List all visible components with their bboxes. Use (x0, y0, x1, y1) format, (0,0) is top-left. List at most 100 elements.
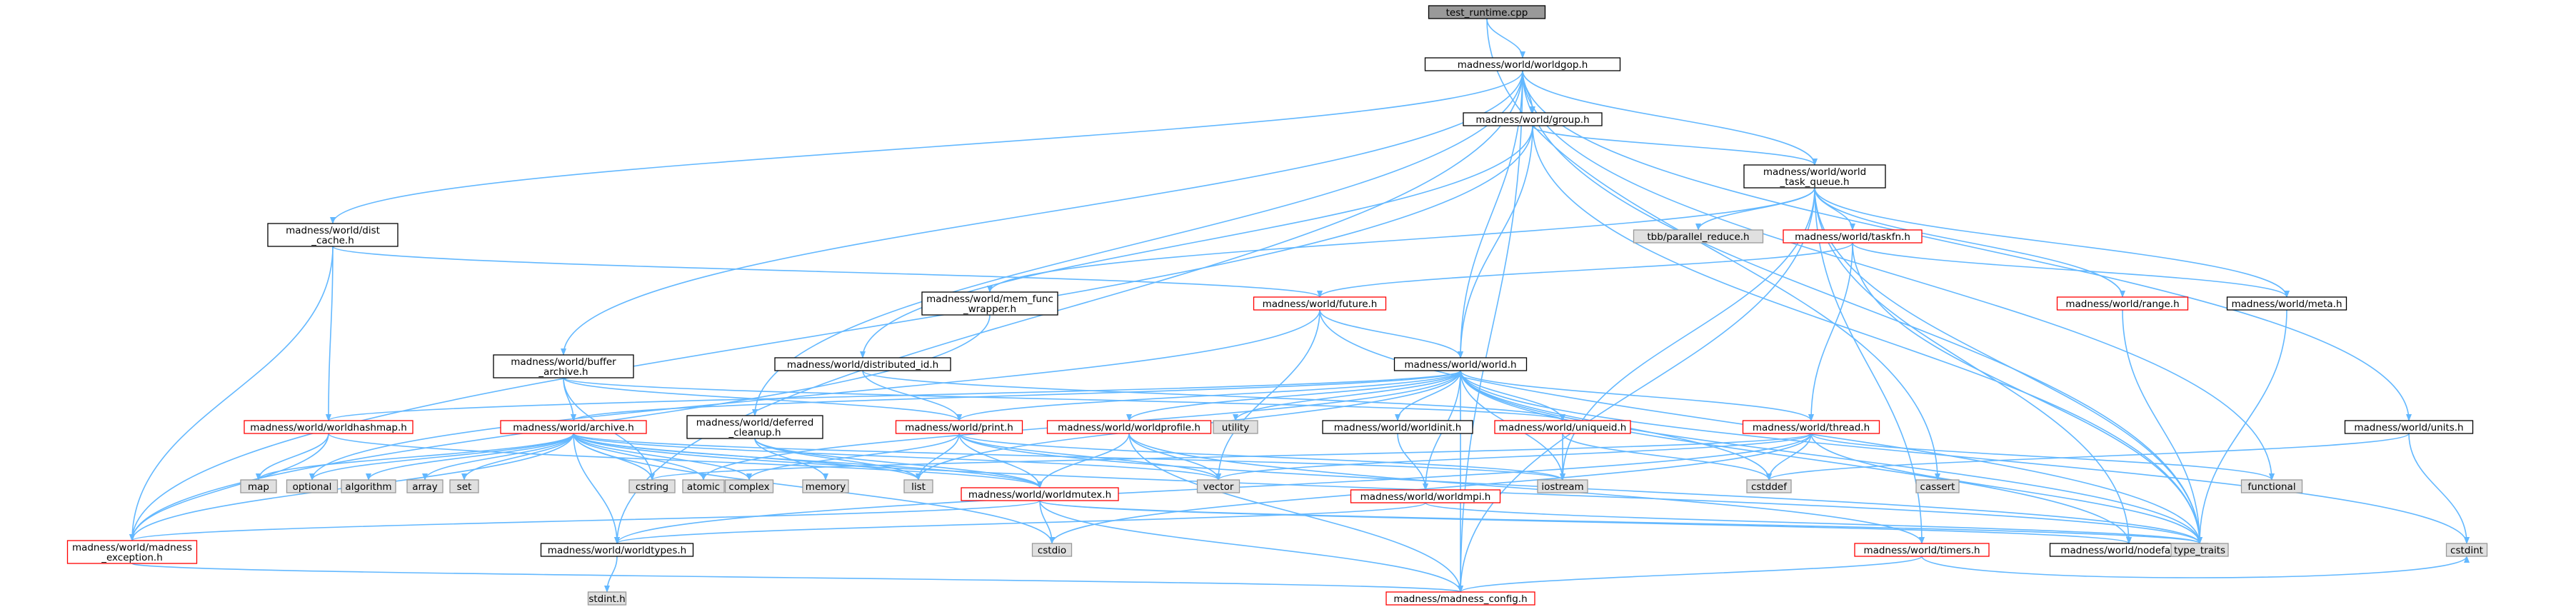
node-worldmutex[interactable]: madness/world/worldmutex.h (961, 487, 1119, 501)
node-nodefaults[interactable]: madness/world/nodefaults.h (2049, 543, 2209, 557)
node-madness_config[interactable]: madness/madness_config.h (1385, 591, 1535, 606)
node-label: madness/world/units.h (2354, 422, 2463, 433)
edge-print-to-complex (746, 433, 960, 481)
node-box (1915, 479, 1960, 493)
node-label: madness/world/worldmutex.h (968, 489, 1111, 501)
node-world[interactable]: madness/world/world.h (1393, 357, 1528, 371)
node-worldmpi[interactable]: madness/world/worldmpi.h (1350, 489, 1501, 503)
node-meta[interactable]: madness/world/meta.h (2226, 296, 2347, 311)
node-box (1253, 296, 1387, 311)
node-box (1743, 164, 1886, 189)
node-cassert: cassert (1915, 479, 1960, 493)
node-box (1537, 479, 1588, 493)
edge-print-to-vector (958, 433, 1221, 481)
edge-worldprofile-to-worldmutex (1037, 433, 1130, 488)
node-box (1783, 229, 1923, 244)
node-label: madness/world/taskfn.h (1795, 231, 1910, 243)
node-test_runtime[interactable]: test_runtime.cpp (1428, 5, 1546, 19)
node-buffer_archive[interactable]: madness/world/buffer_archive.h (493, 354, 634, 378)
node-worldhashmap[interactable]: madness/world/worldhashmap.h (244, 420, 414, 434)
edge-group-to-world_task_queue (1532, 125, 1818, 166)
nodes-layer: test_runtime.cpp madness/world/worldgop.h… (66, 5, 2488, 606)
node-cstdint: cstdint (2445, 543, 2488, 557)
edge-archive-to-worldtypes (573, 433, 620, 544)
edge-world-to-worldprofile (1126, 370, 1461, 421)
edge-worldmutex-to-madness_config (1039, 500, 1463, 593)
node-label: stdint.h (588, 593, 625, 605)
edge-dist_cache-to-madness_exception (129, 246, 334, 541)
edge-group-to-distributed_id (860, 125, 1533, 358)
node-deferred_cleanup[interactable]: madness/world/deferred_cleanup.h (686, 415, 823, 439)
node-timers[interactable]: madness/world/timers.h (1854, 543, 1990, 557)
edge-worldgop-to-worldtypes (614, 70, 1523, 544)
node-thread[interactable]: madness/world/thread.h (1742, 420, 1880, 434)
node-worldtypes[interactable]: madness/world/worldtypes.h (540, 543, 694, 557)
node-label: madness/world/group.h (1475, 114, 1589, 126)
edge-print-to-worldmutex (958, 433, 1043, 488)
node-box (2445, 543, 2488, 557)
node-box (1031, 543, 1073, 557)
node-box (500, 420, 647, 434)
node-label: list (911, 481, 926, 493)
node-world_task_queue[interactable]: madness/world/world_task_queue.h (1743, 164, 1886, 189)
node-dist_cache[interactable]: madness/world/dist_cache.h (267, 223, 399, 247)
node-label: madness/world/dist (286, 225, 380, 236)
node-worldgop[interactable]: madness/world/worldgop.h (1424, 57, 1621, 71)
node-label: complex (728, 481, 769, 493)
edge-timers-to-madness_config (1458, 556, 1923, 593)
node-label: type_traits (2174, 545, 2225, 556)
edge-worldmpi-to-worldtypes (614, 502, 1426, 544)
node-print[interactable]: madness/world/print.h (895, 420, 1023, 434)
node-taskfn[interactable]: madness/world/taskfn.h (1783, 229, 1923, 244)
node-box (540, 543, 694, 557)
edge-uniqueid-to-cstddef (1562, 433, 1772, 481)
node-mem_func[interactable]: madness/world/mem_func_wrapper.h (921, 291, 1058, 316)
node-memory: memory (802, 479, 849, 493)
node-box (1494, 420, 1631, 434)
edge-world_task_queue-to-range (1814, 187, 2125, 298)
node-iostream: iostream (1537, 479, 1588, 493)
node-uniqueid[interactable]: madness/world/uniqueid.h (1494, 420, 1631, 434)
node-distributed_id[interactable]: madness/world/distributed_id.h (774, 357, 951, 371)
edge-worldprofile-to-timers (1128, 433, 1925, 544)
node-units[interactable]: madness/world/units.h (2344, 420, 2474, 434)
node-group[interactable]: madness/world/group.h (1463, 112, 1603, 126)
node-worldprofile[interactable]: madness/world/worldprofile.h (1046, 420, 1212, 434)
node-label: atomic (687, 481, 720, 493)
edge-future-to-world (1319, 309, 1463, 358)
node-box (1742, 420, 1880, 434)
node-archive[interactable]: madness/world/archive.h (500, 420, 647, 434)
node-label: madness/world/madness (72, 542, 192, 553)
node-box (449, 479, 479, 493)
edge-world_task_queue-to-meta (1814, 187, 2290, 298)
edge-taskfn-to-meta (1852, 242, 2290, 298)
node-label: memory (806, 481, 846, 493)
edge-worldgop-to-deferred_cleanup (752, 70, 1523, 416)
edge-test_runtime-to-cassert (1486, 18, 1940, 481)
node-stdint: stdint.h (587, 591, 627, 606)
edge-worldprofile-to-vector (1128, 433, 1221, 481)
edge-buffer_archive-to-archive (563, 377, 576, 421)
node-label: madness/world/uniqueid.h (1499, 422, 1627, 433)
edge-worldhashmap-to-madness_exception (129, 433, 329, 541)
edge-archive-to-worldmutex (573, 433, 1043, 488)
node-box (2170, 543, 2229, 557)
node-worldinit[interactable]: madness/world/worldinit.h (1322, 420, 1473, 434)
node-box (1350, 489, 1501, 503)
node-cstdio: cstdio (1031, 543, 1073, 557)
node-label: madness/madness_config.h (1393, 593, 1527, 605)
node-label: madness/world/range.h (2065, 299, 2179, 310)
edge-thread-to-vector (1216, 433, 1812, 481)
edge-taskfn-to-type_traits (1852, 242, 2202, 544)
node-range[interactable]: madness/world/range.h (2056, 296, 2189, 311)
node-label: tbb/parallel_reduce.h (1647, 231, 1749, 243)
node-madness_exception[interactable]: madness/world/madness_exception.h (66, 540, 198, 564)
node-label: vector (1203, 481, 1234, 493)
node-future[interactable]: madness/world/future.h (1253, 296, 1387, 311)
edge-world_task_queue-to-mem_func (987, 187, 1815, 293)
edge-worldtypes-to-stdint (604, 556, 618, 593)
edge-thread-to-type_traits (1810, 433, 2202, 544)
node-utility: utility (1213, 420, 1258, 434)
node-box (628, 479, 676, 493)
